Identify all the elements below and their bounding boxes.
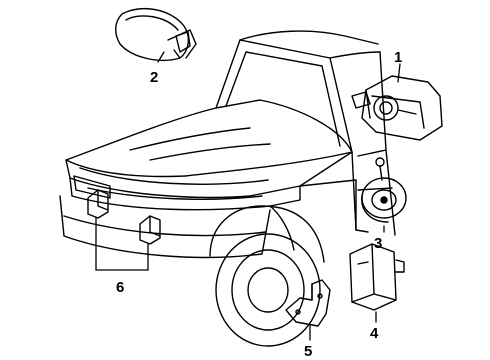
- front-sensor-part-6-right: [139, 215, 161, 245]
- callout-2: 2: [150, 69, 158, 86]
- control-unit-part-4: [349, 243, 405, 311]
- sensor-part-3: [361, 157, 407, 223]
- vehicle-outline: [59, 30, 396, 347]
- bracket-part-5: [285, 279, 331, 327]
- leader-lines: [95, 51, 401, 341]
- airbag-module-part-2: [115, 7, 197, 61]
- callout-5: 5: [304, 343, 312, 360]
- front-sensor-part-6-left: [87, 189, 109, 219]
- callout-1: 1: [394, 49, 402, 66]
- airbag-module-part-1: [361, 75, 443, 141]
- callout-4: 4: [370, 325, 379, 342]
- callout-6: 6: [116, 279, 124, 296]
- callout-3: 3: [374, 235, 382, 252]
